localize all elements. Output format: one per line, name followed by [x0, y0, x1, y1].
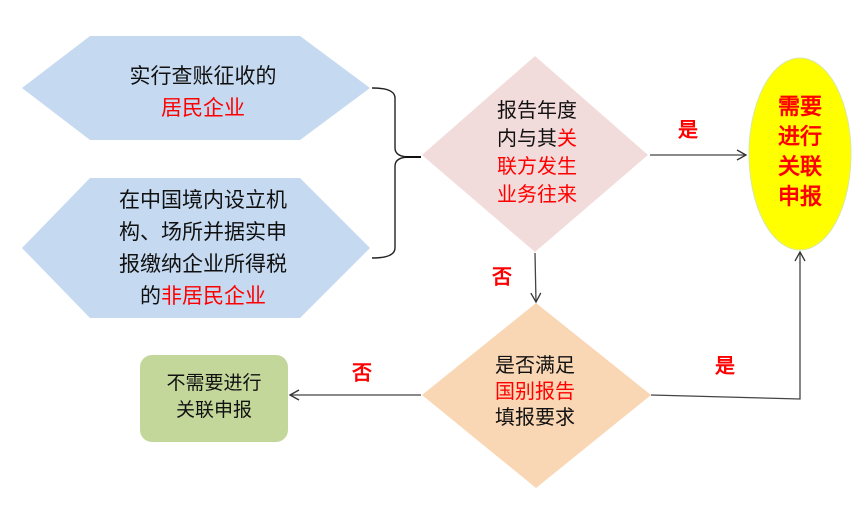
arrow-d2-yes [650, 250, 806, 400]
decision1-diamond [422, 56, 648, 252]
edge-label-d2-yes: 是 [715, 353, 735, 378]
need-report-label: 需要 进行 关联 申报 [777, 95, 823, 210]
nonresident-hexagon [22, 178, 370, 318]
edge-label-d1-yes: 是 [678, 117, 698, 142]
arrow-d1-no [530, 252, 542, 304]
no-report-label: 不需要进行 关联申报 [166, 372, 262, 421]
nonresident-label: 在中国境内设立机 构、场所并据实申 报缴纳企业所得税 的非居民企业 [119, 188, 287, 308]
decision2-label: 是否满足 国别报告 填报要求 [495, 353, 575, 429]
resident-label: 实行查账征收的 居民企业 [129, 64, 277, 120]
edge-label-d2-no: 否 [352, 360, 372, 385]
resident-hexagon [22, 36, 370, 140]
decision1-label: 报告年度 内与其关 联方发生 业务往来 [497, 98, 577, 206]
decision2-diamond [422, 303, 651, 488]
no-report-box [140, 355, 288, 442]
need-report-ellipse [748, 57, 852, 251]
edge-label-d1-no: 否 [492, 264, 512, 289]
brace-connector [371, 87, 411, 259]
